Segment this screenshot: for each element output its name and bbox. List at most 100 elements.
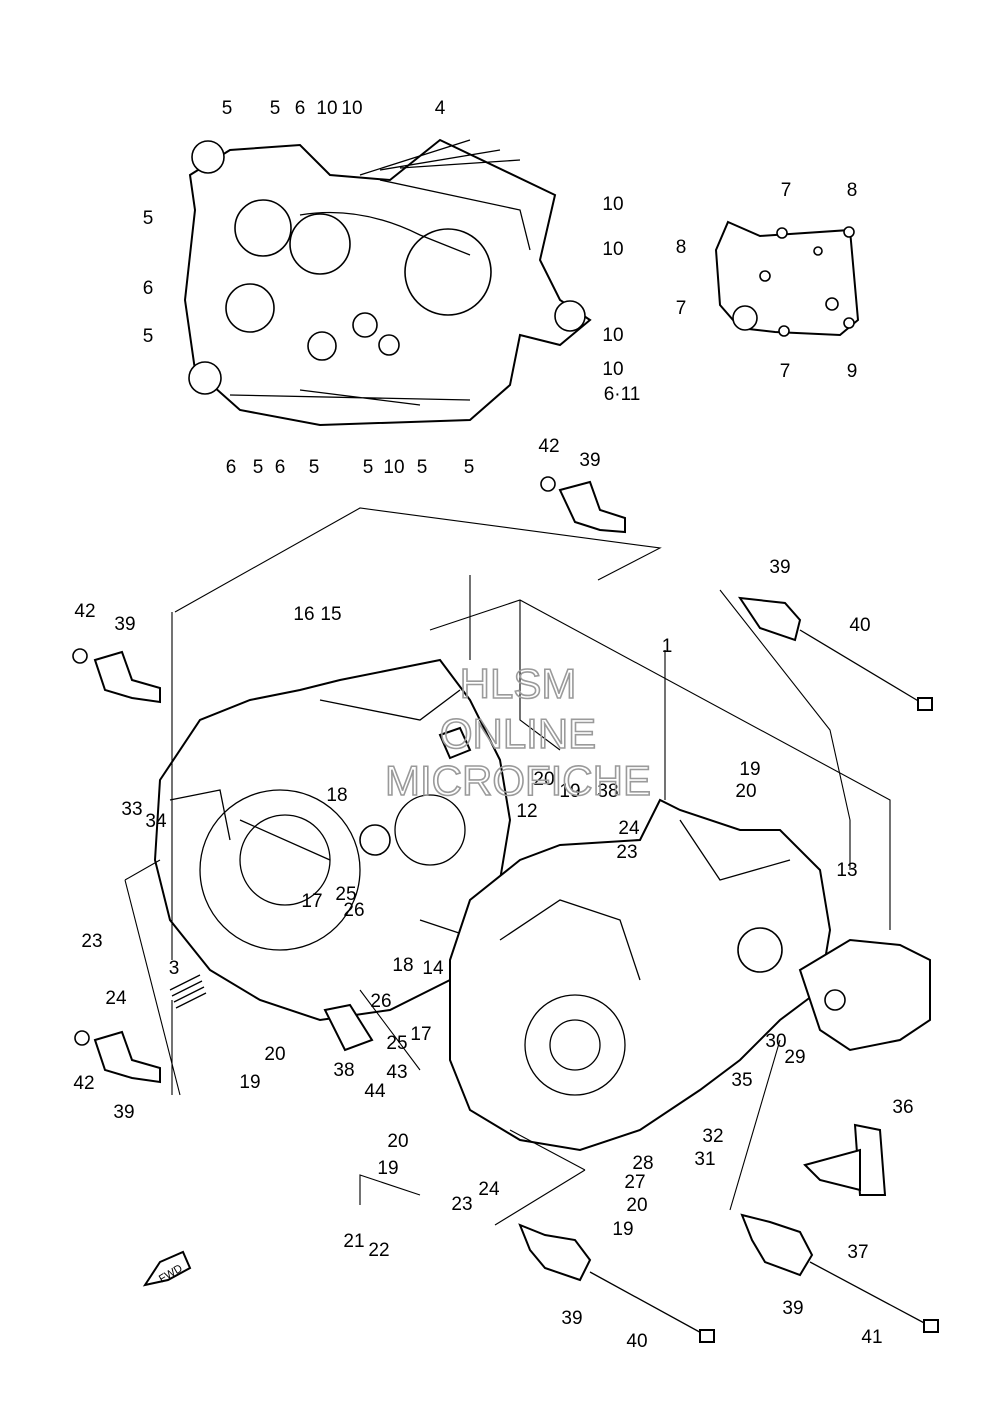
- left-crankcase-half: [153, 658, 512, 1022]
- callout-labels: 5 5 6 10 10 4 10 5 6 10 5 10 10 6·11 6 5…: [73, 98, 913, 1352]
- callout-label: 20: [735, 781, 756, 802]
- callout-label: 10: [602, 194, 623, 215]
- callout-label: 4: [435, 98, 446, 119]
- callout-label: 1: [662, 636, 673, 657]
- callout-label: 20: [533, 769, 554, 790]
- callout-label: 40: [626, 1331, 647, 1352]
- callout-label: 18: [326, 785, 347, 806]
- callout-label: 23: [451, 1194, 472, 1215]
- callout-label: 6: [275, 457, 286, 478]
- callout-label: 14: [422, 958, 444, 979]
- callout-label: 7: [676, 298, 687, 319]
- callout-label: 38: [333, 1060, 354, 1081]
- callout-label: 10: [602, 359, 623, 380]
- callout-label: 24: [618, 818, 640, 839]
- callout-label: 10: [383, 457, 404, 478]
- callout-label: 12: [516, 801, 537, 822]
- callout-label: 6: [226, 457, 237, 478]
- callout-label: 41: [861, 1327, 882, 1348]
- callout-label: 39: [579, 450, 600, 471]
- small-parts: FWD: [72, 476, 939, 1343]
- callout-label: 18: [392, 955, 413, 976]
- callout-label: 10: [341, 98, 362, 119]
- callout-label: 37: [847, 1242, 868, 1263]
- callout-label: 5: [253, 457, 264, 478]
- callout-label: 10: [602, 325, 623, 346]
- callout-label: 9: [847, 361, 858, 382]
- callout-label: 22: [368, 1240, 389, 1261]
- callout-label: 40: [849, 615, 870, 636]
- callout-label: 36: [892, 1097, 913, 1118]
- callout-label: 19: [612, 1219, 633, 1240]
- callout-label: 19: [559, 781, 580, 802]
- callout-label: 6·11: [604, 384, 641, 405]
- fwd-arrow-icon: FWD: [142, 1250, 192, 1287]
- callout-label: 26: [370, 991, 391, 1012]
- callout-label: 42: [74, 601, 95, 622]
- left-crankcase-outer-view: [183, 138, 592, 427]
- callout-label: 23: [81, 931, 102, 952]
- watermark: HLSM ONLINE MICROFICHE: [384, 659, 652, 805]
- callout-label: 13: [836, 860, 857, 881]
- callout-label: 44: [364, 1081, 386, 1102]
- callout-label: 39: [113, 1102, 134, 1123]
- callout-label: 19: [377, 1158, 398, 1179]
- callout-label: 34: [145, 811, 167, 832]
- callout-label: 3: [169, 958, 180, 979]
- callout-label: 30: [765, 1031, 786, 1052]
- callout-label: 33: [121, 799, 142, 820]
- callout-label: 25: [335, 884, 356, 905]
- callout-label: 32: [702, 1126, 723, 1147]
- callout-label: 6: [295, 98, 306, 119]
- callout-label: 24: [105, 988, 127, 1009]
- callout-label: 5: [222, 98, 233, 119]
- callout-label: 39: [114, 614, 135, 635]
- watermark-line1: HLSM: [460, 660, 577, 707]
- callout-label: 35: [731, 1070, 752, 1091]
- watermark-line2: ONLINE: [440, 710, 596, 757]
- callout-label: 7: [780, 361, 791, 382]
- callout-label: 5: [309, 457, 320, 478]
- leader-lines: [124, 507, 891, 1226]
- callout-label: 42: [73, 1073, 94, 1094]
- callout-label: 21: [343, 1231, 364, 1252]
- callout-label: 19: [239, 1072, 260, 1093]
- callout-label: 25: [386, 1033, 407, 1054]
- callout-label: 5: [143, 208, 154, 229]
- callout-label: 29: [784, 1047, 805, 1068]
- callout-label: 24: [478, 1179, 500, 1200]
- callout-label: 20: [626, 1195, 647, 1216]
- callout-label: 8: [847, 180, 858, 201]
- watermark-line3: MICROFICHE: [385, 757, 651, 804]
- callout-label: 43: [386, 1062, 407, 1083]
- callout-label: 10: [602, 239, 623, 260]
- callout-label: 5: [363, 457, 374, 478]
- callout-label: 31: [694, 1149, 715, 1170]
- cover-plate: [714, 220, 860, 337]
- callout-label: 20: [264, 1044, 285, 1065]
- callout-label: 5: [143, 326, 154, 347]
- callout-label: 28: [632, 1153, 653, 1174]
- callout-label: 39: [769, 557, 790, 578]
- callout-label: 42: [538, 436, 559, 457]
- callout-label: 19: [739, 759, 760, 780]
- callout-label: 5: [464, 457, 475, 478]
- callout-label: 8: [676, 237, 687, 258]
- callout-label: 17: [301, 891, 322, 912]
- callout-label: 26: [343, 900, 364, 921]
- callout-label: 23: [616, 842, 637, 863]
- callout-label: 39: [561, 1308, 582, 1329]
- callout-label: 20: [387, 1131, 408, 1152]
- callout-label: 10: [316, 98, 337, 119]
- callout-label: 27: [624, 1172, 645, 1193]
- callout-label: 39: [782, 1298, 803, 1319]
- callout-label: 17: [410, 1024, 431, 1045]
- callout-label: 6: [143, 278, 154, 299]
- callout-label: 16: [293, 604, 314, 625]
- callout-label: 38: [597, 781, 618, 802]
- callout-label: 5: [417, 457, 428, 478]
- callout-label: 5: [270, 98, 281, 119]
- callout-label: 15: [320, 604, 341, 625]
- callout-label: 7: [781, 180, 792, 201]
